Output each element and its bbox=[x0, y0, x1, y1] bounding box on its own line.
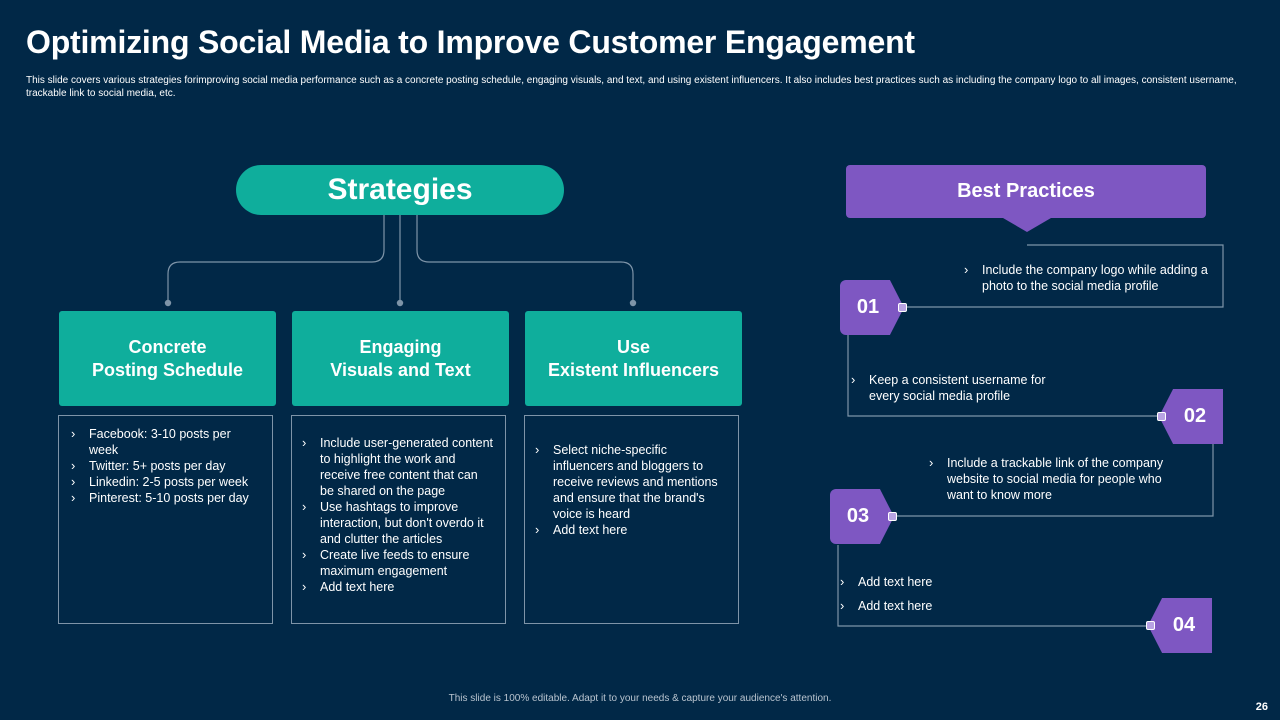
best-practice-badge-04: 04 bbox=[1148, 598, 1212, 653]
strategies-title-text: Strategies bbox=[327, 173, 473, 206]
connector-dot-left bbox=[164, 299, 172, 307]
bp-outline-01 bbox=[904, 244, 1224, 308]
list-item: Keep a consistent username for every soc… bbox=[849, 372, 1079, 404]
slide-subtitle: This slide covers various strategies for… bbox=[26, 75, 1237, 99]
best-practice-text-02: Keep a consistent username for every soc… bbox=[849, 372, 1079, 404]
best-practices-title: Best Practices bbox=[846, 165, 1206, 218]
connector-node-01 bbox=[898, 303, 907, 312]
slide-footer: This slide is 100% editable. Adapt it to… bbox=[448, 693, 832, 704]
strategy-header-visuals-text: Engaging Visuals and Text bbox=[292, 311, 509, 406]
strategy-details-posting-schedule: Facebook: 3-10 posts per week Twitter: 5… bbox=[58, 415, 273, 624]
list-item: Create live feeds to ensure maximum enga… bbox=[300, 547, 495, 579]
strategy-heading: Concrete Posting Schedule bbox=[91, 336, 244, 380]
bullet-list: Include the company logo while adding a … bbox=[962, 262, 1218, 294]
strategy-header-influencers: Use Existent Influencers bbox=[525, 311, 742, 406]
strategies-title: Strategies bbox=[236, 165, 564, 215]
strategy-heading: Engaging Visuals and Text bbox=[330, 336, 471, 380]
list-item: Select niche-specific influencers and bl… bbox=[533, 442, 718, 522]
connector-node-04 bbox=[1146, 621, 1155, 630]
best-practice-badge-01: 01 bbox=[840, 280, 904, 335]
badge-number: 03 bbox=[846, 505, 870, 527]
connector-right bbox=[416, 215, 634, 302]
best-practice-text-01: Include the company logo while adding a … bbox=[962, 262, 1218, 294]
badge-number: 02 bbox=[1183, 405, 1207, 427]
list-item: Add text here bbox=[300, 579, 495, 595]
list-item: Twitter: 5+ posts per day bbox=[69, 458, 258, 474]
badge-number: 04 bbox=[1172, 614, 1196, 636]
list-item: Add text here bbox=[838, 574, 1068, 590]
bp-outline-02 bbox=[847, 335, 1162, 417]
badge-number: 01 bbox=[856, 296, 880, 318]
bullet-list: Include a trackable link of the company … bbox=[927, 455, 1187, 503]
bp-outline-03 bbox=[893, 443, 1214, 517]
strategy-details-influencers: Select niche-specific influencers and bl… bbox=[524, 415, 739, 624]
best-practice-badge-02: 02 bbox=[1159, 389, 1223, 444]
connector-left bbox=[167, 215, 385, 302]
connector-node-02 bbox=[1157, 412, 1166, 421]
connector-dot-middle bbox=[396, 299, 404, 307]
connector-dot-right bbox=[629, 299, 637, 307]
list-item: Add text here bbox=[533, 522, 718, 538]
bullet-list: Select niche-specific influencers and bl… bbox=[533, 442, 718, 538]
bp-outline-04 bbox=[837, 545, 1151, 627]
bullet-list: Include user-generated content to highli… bbox=[300, 435, 495, 595]
slide-title: Optimizing Social Media to Improve Custo… bbox=[26, 24, 915, 60]
best-practice-text-04: Add text here Add text here bbox=[838, 574, 1068, 614]
best-practice-badge-03: 03 bbox=[830, 489, 894, 544]
bullet-list: Facebook: 3-10 posts per week Twitter: 5… bbox=[69, 426, 258, 506]
list-item: Pinterest: 5-10 posts per day bbox=[69, 490, 258, 506]
list-item: Include the company logo while adding a … bbox=[962, 262, 1218, 294]
list-item: Linkedin: 2-5 posts per week bbox=[69, 474, 258, 490]
bullet-list: Add text here Add text here bbox=[838, 574, 1068, 614]
page-number: 26 bbox=[1255, 701, 1268, 713]
best-practice-text-03: Include a trackable link of the company … bbox=[927, 455, 1187, 503]
bullet-list: Keep a consistent username for every soc… bbox=[849, 372, 1079, 404]
list-item: Use hashtags to improve interaction, but… bbox=[300, 499, 495, 547]
list-item: Facebook: 3-10 posts per week bbox=[69, 426, 258, 458]
strategy-heading: Use Existent Influencers bbox=[547, 336, 720, 380]
best-practices-title-text: Best Practices bbox=[957, 180, 1095, 202]
list-item: Include user-generated content to highli… bbox=[300, 435, 495, 499]
list-item: Include a trackable link of the company … bbox=[927, 455, 1187, 503]
strategy-header-posting-schedule: Concrete Posting Schedule bbox=[59, 311, 276, 406]
best-practices-pointer bbox=[1003, 218, 1051, 232]
strategy-details-visuals-text: Include user-generated content to highli… bbox=[291, 415, 506, 624]
connector-node-03 bbox=[888, 512, 897, 521]
list-item: Add text here bbox=[838, 598, 1068, 614]
